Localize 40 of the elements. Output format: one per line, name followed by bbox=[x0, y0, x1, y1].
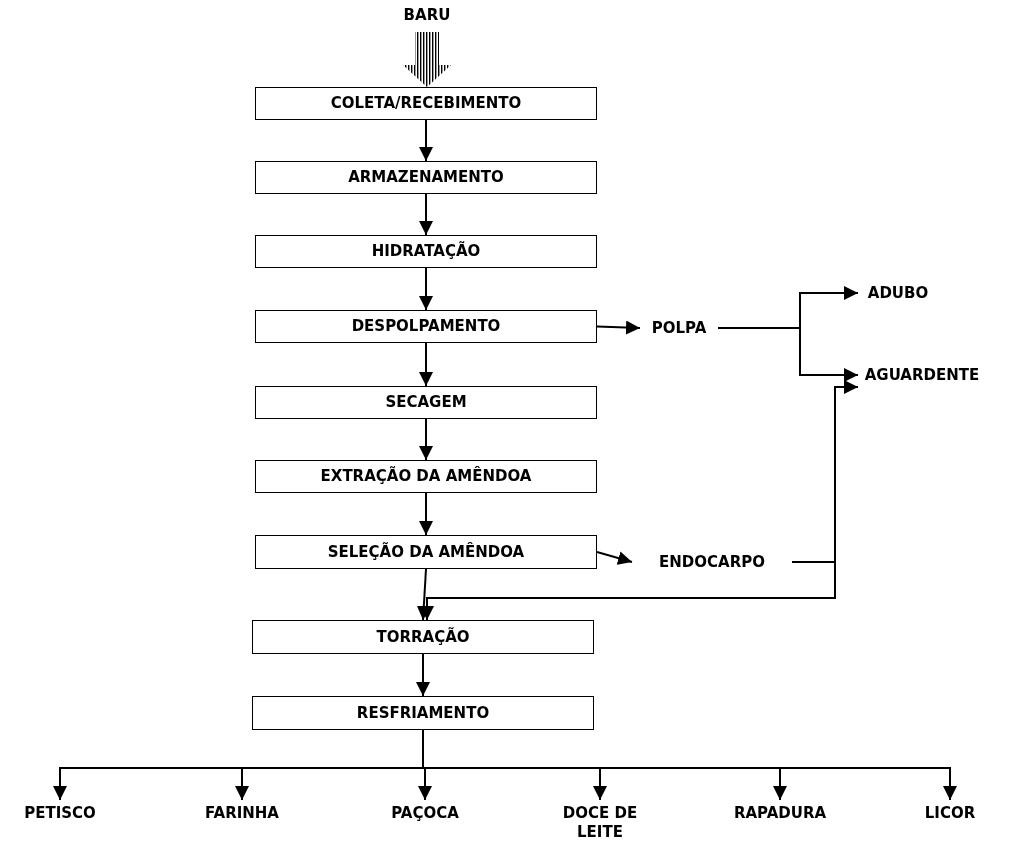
process-box bbox=[255, 235, 597, 268]
product-label: ADUBO bbox=[858, 280, 938, 306]
step-label: ARMAZENAMENTO bbox=[348, 168, 504, 187]
process-box bbox=[255, 310, 597, 343]
step-label: COLETA/RECEBIMENTO bbox=[330, 94, 522, 113]
process-box bbox=[252, 696, 594, 730]
product-label: FARINHA bbox=[187, 800, 297, 826]
product-label: LICOR bbox=[905, 800, 995, 826]
step-label: SECAGEM bbox=[385, 393, 467, 412]
step-label: DESPOLPAMENTO bbox=[351, 317, 501, 336]
arrow bbox=[596, 320, 641, 335]
product-label: PETISCO bbox=[5, 800, 115, 826]
process-box bbox=[255, 535, 597, 569]
arrow bbox=[596, 551, 633, 565]
process-box bbox=[255, 87, 597, 120]
product-label: ENDOCARPO bbox=[632, 549, 792, 575]
process-box bbox=[255, 161, 597, 194]
product-label: DOCE DE LEITE bbox=[550, 800, 650, 846]
product-label: AGUARDENTE bbox=[858, 362, 986, 388]
arrow bbox=[419, 342, 433, 387]
arrow bbox=[419, 418, 433, 461]
arrow bbox=[419, 119, 433, 162]
product-label: POLPA bbox=[640, 315, 718, 341]
arrow bbox=[419, 267, 433, 311]
arrow bbox=[717, 327, 859, 382]
arrow bbox=[419, 193, 433, 236]
process-box bbox=[255, 386, 597, 419]
process-box bbox=[255, 460, 597, 493]
product-label: BARU bbox=[392, 2, 462, 28]
step-label: TORRAÇÃO bbox=[376, 627, 470, 647]
product-label: PAÇOCA bbox=[370, 800, 480, 826]
step-label: HIDRATAÇÃO bbox=[371, 242, 481, 261]
step-label: RESFRIAMENTO bbox=[356, 703, 490, 723]
process-box bbox=[252, 620, 594, 654]
hatched-arrow bbox=[403, 32, 451, 87]
step-label: SELEÇÃO DA AMÊNDOA bbox=[327, 542, 525, 562]
step-label: EXTRAÇÃO DA AMÊNDOA bbox=[320, 467, 532, 486]
arrow bbox=[419, 492, 433, 536]
arrow bbox=[416, 653, 430, 697]
product-label: RAPADURA bbox=[720, 800, 840, 826]
